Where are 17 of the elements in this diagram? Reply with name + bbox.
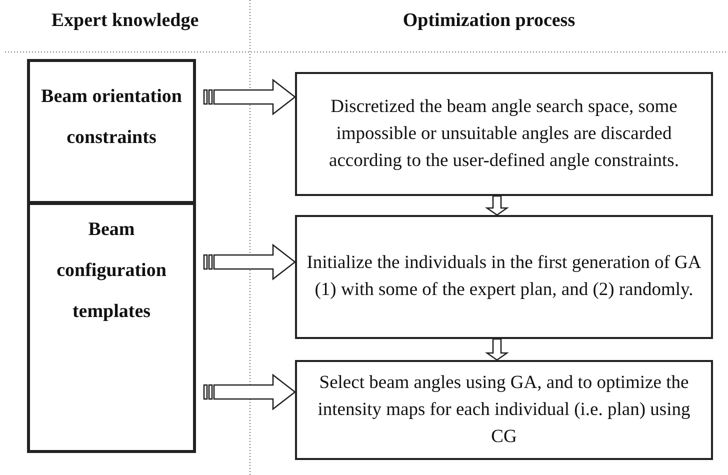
arrow bbox=[484, 195, 510, 216]
process-box bbox=[295, 72, 713, 196]
process-box bbox=[295, 215, 713, 339]
box-text: Beam configuration templates bbox=[56, 218, 168, 324]
column-heading: Optimization process bbox=[402, 10, 576, 32]
arrow bbox=[203, 78, 296, 116]
arrow bbox=[484, 338, 510, 361]
box-text: Discretized the beam angle search space, some impossible or unsuitable angles are discarded according to the user-defined angle constraints. bbox=[328, 96, 680, 172]
knowledge-box bbox=[27, 202, 196, 453]
arrow bbox=[203, 244, 296, 280]
column-heading: Expert knowledge bbox=[50, 10, 200, 32]
process-box bbox=[295, 360, 713, 460]
knowledge-box bbox=[27, 59, 196, 204]
arrow bbox=[203, 374, 296, 410]
box-text: Select beam angles using GA, and to optimize the intensity maps for each individual (i.e. plan) using CG bbox=[316, 372, 692, 448]
box-text: Initialize the individuals in the first generation of GA (1) with some of the expert plan, and (2) randomly. bbox=[306, 252, 702, 302]
box-text: Beam orientation constraints bbox=[40, 85, 183, 150]
